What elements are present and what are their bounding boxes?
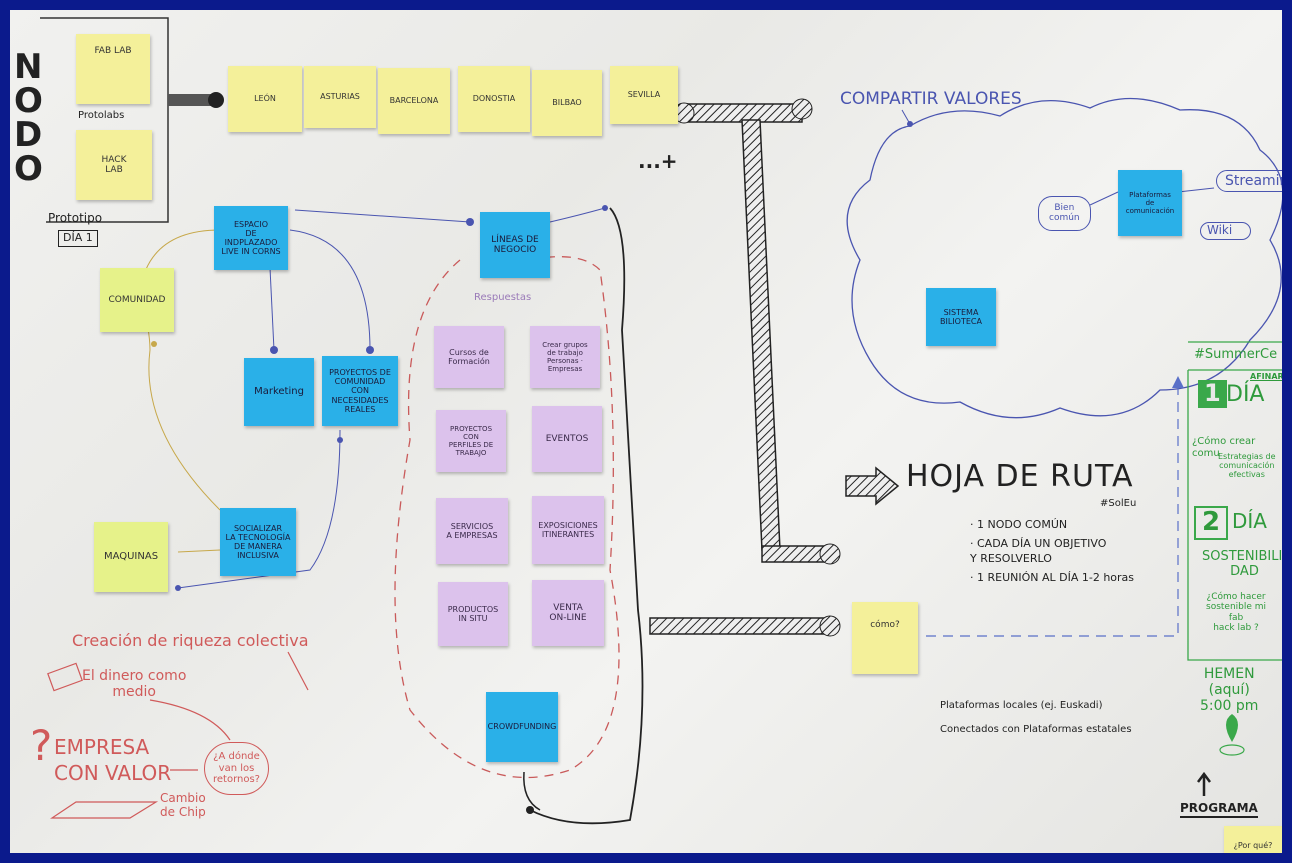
riqueza-label: Creación de riqueza colectiva xyxy=(72,631,309,650)
como-hacer-label: ¿Cómo hacer sostenible mi fab hack lab ? xyxy=(1206,592,1267,634)
dinero-label: El dinero como medio xyxy=(82,668,187,701)
plataformas-comunicacion-note: Plataformas de comunicación xyxy=(1118,170,1182,236)
afinar-label: AFINAR xyxy=(1250,372,1282,381)
bien-comun-label: Bien común xyxy=(1038,196,1091,231)
city-note: LEÓN xyxy=(228,66,302,132)
hoja-bullet: · 1 NODO COMÚN xyxy=(970,518,1068,531)
city-note: SEVILLA xyxy=(610,66,678,124)
dia1-num: 1 xyxy=(1198,379,1227,408)
proyectos-note: PROYECTOS DE COMUNIDAD CON NECESIDADES R… xyxy=(322,356,398,426)
cambio-label: Cambio de Chip xyxy=(160,791,206,819)
city-note: ASTURIAS xyxy=(304,66,376,128)
empresa-label: EMPRESA CON VALOR xyxy=(54,735,172,785)
city-note: DONOSTIA xyxy=(458,66,530,132)
dia2-label: DÍA xyxy=(1232,509,1267,533)
maquinas-note: MAQUINAS xyxy=(94,522,168,592)
servicios-note: SERVICIOS A EMPRESAS xyxy=(436,498,508,564)
hoja-bullet: · CADA DÍA UN OBJETIVO Y RESOLVERLO xyxy=(970,536,1107,565)
dia2-num: 2 xyxy=(1194,506,1229,540)
summer-header: #SummerCe xyxy=(1194,347,1278,362)
como-note: cómo? xyxy=(852,602,918,674)
marketing-note: Marketing xyxy=(244,358,314,426)
photo-frame: NODO Prototipo DÍA 1 FAB LAB Protolabs H… xyxy=(4,4,1288,859)
conectados-label: Conectados con Plataformas estatales xyxy=(940,724,1132,735)
proyectos-perfiles-note: PROYECTOS CON PERFILES DE TRABAJO xyxy=(436,410,506,472)
hoja-bullets: · 1 NODO COMÚN · CADA DÍA UN OBJETIVO Y R… xyxy=(970,518,1134,589)
estrategias-label: Estrategias de comunicación efectivas xyxy=(1218,452,1276,480)
sostenibilidad-label: SOSTENIBILI- DAD xyxy=(1202,549,1282,579)
streaming-label: Streaming xyxy=(1216,170,1282,193)
porque-note: ¿Por qué? xyxy=(1224,826,1282,853)
lineas-note: LÍNEAS DE NEGOCIO xyxy=(480,212,550,278)
wiki-label: Wiki xyxy=(1200,222,1252,240)
hashtag-label: #SolEu xyxy=(1100,498,1137,509)
cursos-note: Cursos de Formación xyxy=(434,326,504,388)
sistema-note: SISTEMA BILIOTECA xyxy=(926,288,996,346)
hacklab-note: HACK LAB xyxy=(76,130,152,200)
city-note: BILBAO xyxy=(532,70,602,136)
more-mark: ...+ xyxy=(638,149,678,173)
comunidad-note: COMUNIDAD xyxy=(100,268,174,332)
donde-label: ¿A dónde van los retornos? xyxy=(204,742,269,795)
prototipo-label: Prototipo xyxy=(48,211,103,225)
espacio-note: ESPACIO DE INDPLAZADO LIVE IN CORNS xyxy=(214,206,288,270)
hand-drawn-lines xyxy=(40,17,1282,825)
crear-note: Crear grupos de trabajo Personas · Empre… xyxy=(530,326,600,388)
fablab-note: FAB LAB xyxy=(76,34,150,104)
city-note: BARCELONA xyxy=(378,68,450,134)
dia1-badge: DÍA 1 xyxy=(58,230,98,247)
whiteboard-paper: NODO Prototipo DÍA 1 FAB LAB Protolabs H… xyxy=(10,10,1282,853)
hoja-bullet: · 1 REUNIÓN AL DÍA 1-2 horas xyxy=(970,570,1135,584)
respuestas-label: Respuestas xyxy=(474,292,532,303)
question-mark: ? xyxy=(30,721,53,770)
socializar-note: SOCIALIZAR LA TECNOLOGÍA DE MANERA INCLU… xyxy=(220,508,296,576)
plataformas-locales-label: Plataformas locales (ej. Euskadi) xyxy=(940,700,1103,711)
crowdfunding-note: CROWDFUNDING xyxy=(486,692,558,762)
exposiciones-note: EXPOSICIONES ITINERANTES xyxy=(532,496,604,564)
protolabs-label: Protolabs xyxy=(78,110,125,121)
nodo-title: NODO xyxy=(14,47,43,189)
comunidad-label: COMUNIDAD xyxy=(108,294,166,305)
dia1-label: DÍA xyxy=(1226,382,1265,407)
como-crear-label: ¿Cómo crear comu xyxy=(1192,436,1256,459)
hoja-title: HOJA DE RUTA xyxy=(906,459,1134,494)
connector-bar xyxy=(168,94,218,106)
productos-note: PRODUCTOS IN SITU xyxy=(438,582,508,646)
hemen-label: HEMEN (aquí) 5:00 pm xyxy=(1200,666,1259,715)
compartir-title: COMPARTIR VALORES xyxy=(840,89,1022,109)
programa-label: PROGRAMA xyxy=(1180,801,1258,818)
venta-note: VENTA ON-LINE xyxy=(532,580,604,646)
eventos-note: EVENTOS xyxy=(532,406,602,472)
